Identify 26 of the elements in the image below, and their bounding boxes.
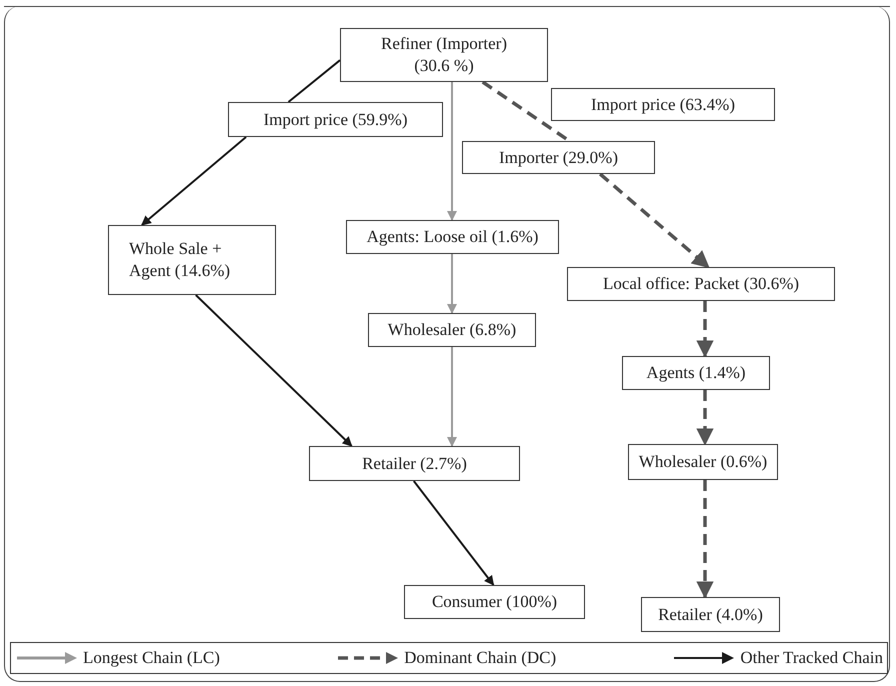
node-box: Import price (63.4%): [551, 88, 775, 121]
node-box: Agents (1.4%): [622, 356, 770, 390]
legend-text: Other Tracked Chain: [740, 647, 883, 670]
arrow: [696, 301, 714, 358]
arrow: [447, 347, 457, 447]
node-box: Local office: Packet (30.6%): [567, 267, 835, 301]
arrow: [447, 82, 457, 221]
node-box: Retailer (4.0%): [641, 597, 780, 632]
legend-text: Longest Chain (LC): [83, 647, 220, 670]
node-box: Refiner (Importer) (30.6 %): [340, 28, 548, 82]
arrow: [696, 480, 714, 599]
arrow: [141, 136, 247, 226]
arrow: [696, 390, 714, 446]
node-box: Importer (29.0%): [462, 141, 655, 174]
node-box: Consumer (100%): [404, 585, 585, 619]
arrow: [195, 294, 352, 447]
node-box: Agents: Loose oil (1.6%): [346, 220, 559, 254]
arrow: [447, 254, 457, 314]
node-box: Whole Sale + Agent (14.6%): [108, 225, 276, 295]
arrow: [598, 172, 710, 268]
node-box: Wholesaler (6.8%): [368, 313, 536, 347]
node-box: Wholesaler (0.6%): [628, 444, 778, 480]
node-box: Retailer (2.7%): [309, 446, 520, 481]
node-box: Import price (59.9%): [228, 102, 443, 137]
arrow: [413, 480, 494, 586]
legend-text: Dominant Chain (DC): [404, 647, 556, 670]
